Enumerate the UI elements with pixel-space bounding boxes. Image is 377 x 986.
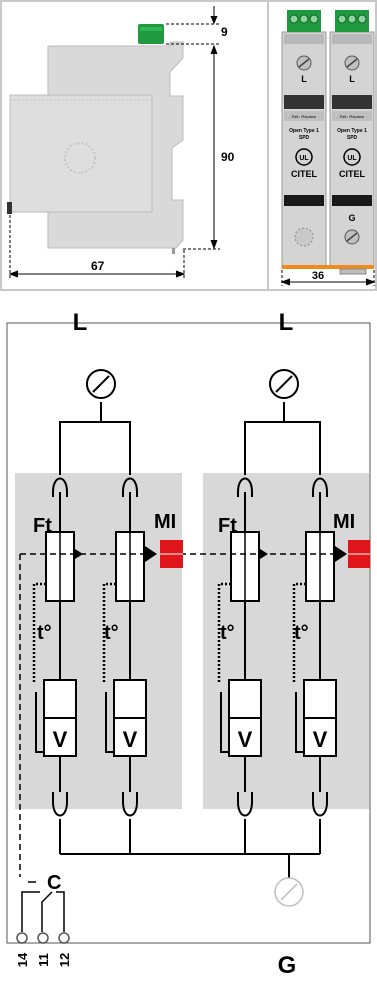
module-right-brand: CITEL — [339, 169, 366, 179]
thermal-label-4: t° — [294, 622, 309, 644]
thermal-links — [32, 582, 306, 684]
fuse-label-right: Ft — [218, 515, 237, 537]
module-right-type-1: Open Type 1 — [337, 128, 367, 134]
module-left-ref: Ref.: Replace — [292, 114, 317, 119]
thermal-label-3: t° — [220, 622, 235, 644]
terminal-12: 12 — [57, 953, 72, 967]
thermal-label-2: t° — [104, 622, 119, 644]
contact-label: C — [47, 872, 61, 894]
terminal-11: 11 — [36, 953, 51, 967]
module-left-type-1: Open Type 1 — [289, 128, 319, 134]
module-right-type-2: SPD — [347, 135, 358, 141]
width-dimension — [280, 270, 376, 286]
terminal-14: 14 — [15, 952, 30, 967]
terminal-circle-icon — [86, 369, 299, 399]
module-right-terminal-label: L — [349, 74, 355, 84]
module-right-ref: Ref.: Replace — [340, 114, 365, 119]
fuse-label-left: Ft — [33, 515, 52, 537]
line-label-left: L — [73, 309, 88, 336]
varistor-label-2: V — [123, 727, 138, 752]
ground-label: G — [278, 952, 297, 979]
dimension-drawings: 9 90 67 — [0, 0, 377, 291]
dim-top-height: 9 — [221, 25, 228, 39]
thermal-label-1: t° — [37, 622, 52, 644]
status-window — [294, 227, 314, 247]
module-left — [281, 10, 327, 269]
mi-label-right: MI — [333, 511, 355, 533]
rotary-vent — [64, 142, 96, 174]
disconnector-brackets — [35, 692, 304, 753]
ul-logo-icon — [295, 148, 361, 166]
ground-terminal-icon — [274, 877, 304, 907]
varistor-label-1: V — [53, 727, 68, 752]
line-label-right: L — [279, 309, 294, 336]
module-left-terminal-label: L — [301, 74, 307, 84]
module-left-cert: UL — [299, 155, 309, 162]
varistor-label-3: V — [238, 727, 253, 752]
mi-label-left: MI — [154, 511, 176, 533]
din-rail-clip — [282, 265, 374, 269]
side-view — [7, 24, 184, 254]
fuse-arc-icons — [52, 477, 328, 497]
dim-depth: 67 — [91, 259, 105, 273]
dim-width: 36 — [312, 270, 324, 282]
front-view — [281, 10, 375, 275]
varistor-boxes — [43, 717, 337, 757]
module-left-brand: CITEL — [291, 169, 318, 179]
wiring-schematic: L L G Ft Ft MI MI t° t° t° t° V V V V C … — [0, 292, 377, 986]
fuse-arc-icons-bottom — [52, 792, 328, 817]
dim-body-height: 90 — [221, 150, 235, 164]
module-left-type-2: SPD — [299, 135, 310, 141]
module-right-ground-label: G — [348, 213, 355, 223]
module-right-cert: UL — [347, 155, 357, 162]
varistor-label-4: V — [313, 727, 328, 752]
signal-contact — [19, 554, 65, 932]
dimension-lines — [8, 6, 220, 280]
contact-terminal-icons — [16, 932, 70, 944]
